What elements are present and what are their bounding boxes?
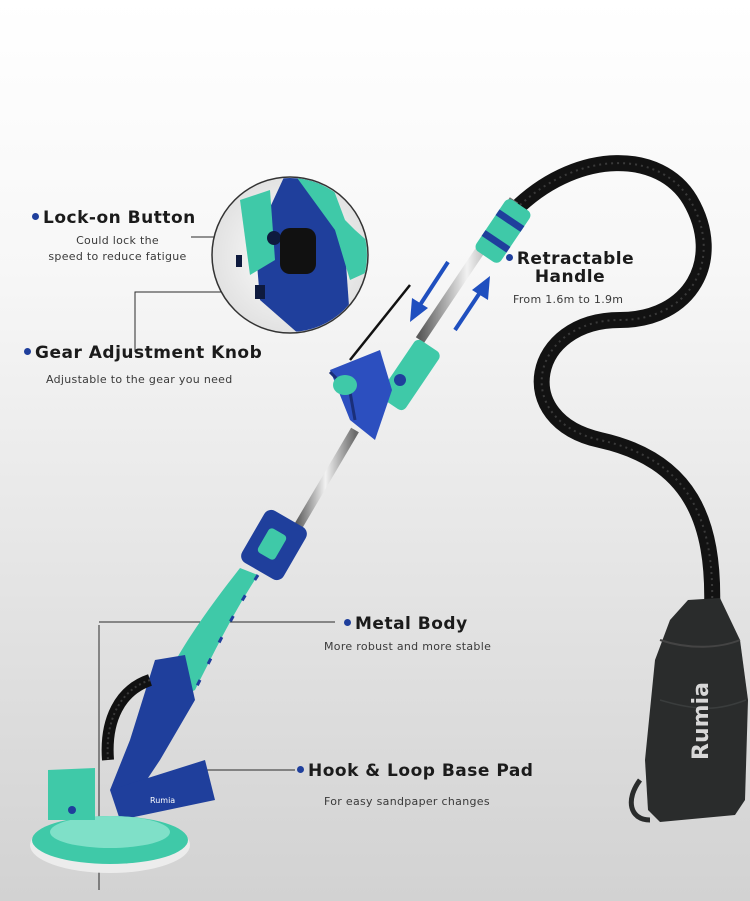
- zoom-detail: [211, 176, 369, 334]
- metal-body-arm: [165, 568, 258, 700]
- retractable-desc: From 1.6m to 1.9m: [513, 293, 624, 306]
- lock-on-title: Lock-on Button: [32, 208, 196, 228]
- gear-desc: Adjustable to the gear you need: [46, 373, 233, 386]
- lock-on-title-text: Lock-on Button: [43, 208, 196, 228]
- arrow-down-icon: [410, 260, 450, 322]
- dust-hose: [512, 155, 721, 618]
- retractable-title-line1: Retractable: [516, 249, 635, 269]
- base-pad: [30, 768, 190, 873]
- head-logo: Rumia: [150, 796, 175, 805]
- bullet-dot-icon: [24, 347, 31, 355]
- bullet-dot-icon: [344, 618, 351, 626]
- retractable-title-line2: Handle: [534, 267, 606, 287]
- handle-yoke: [328, 350, 392, 440]
- lock-on-desc-line2: speed to reduce fatigue: [48, 250, 187, 263]
- base-pad-desc: For easy sandpaper changes: [324, 795, 490, 808]
- bag-logo: Rumia: [689, 682, 714, 760]
- base-pad-title-text: Hook & Loop Base Pad: [308, 761, 534, 781]
- base-pad-title: Hook & Loop Base Pad: [297, 761, 533, 781]
- connector-joint: [241, 509, 307, 581]
- gear-title-text: Gear Adjustment Knob: [35, 343, 263, 363]
- power-cord: [349, 284, 411, 361]
- bullet-dot-icon: [32, 212, 39, 220]
- lower-rod: [292, 427, 359, 533]
- bullet-dot-icon: [297, 765, 304, 773]
- metal-body-desc: More robust and more stable: [324, 640, 492, 653]
- bullet-dot-icon: [505, 253, 513, 261]
- gear-title: Gear Adjustment Knob: [24, 343, 262, 363]
- metal-body-title-text: Metal Body: [355, 614, 468, 634]
- motor-head: Rumia: [101, 655, 215, 820]
- metal-body-title: Metal Body: [344, 614, 468, 634]
- retractable-title: Retractable Handle: [500, 250, 640, 286]
- lock-on-desc-line1: Could lock the: [76, 234, 159, 247]
- upper-pole: [380, 197, 531, 411]
- dust-bag: Rumia: [628, 598, 748, 823]
- arrow-up-icon: [453, 276, 490, 332]
- leader-gear: [134, 291, 262, 352]
- lock-on-desc: Could lock the speed to reduce fatigue: [45, 234, 190, 263]
